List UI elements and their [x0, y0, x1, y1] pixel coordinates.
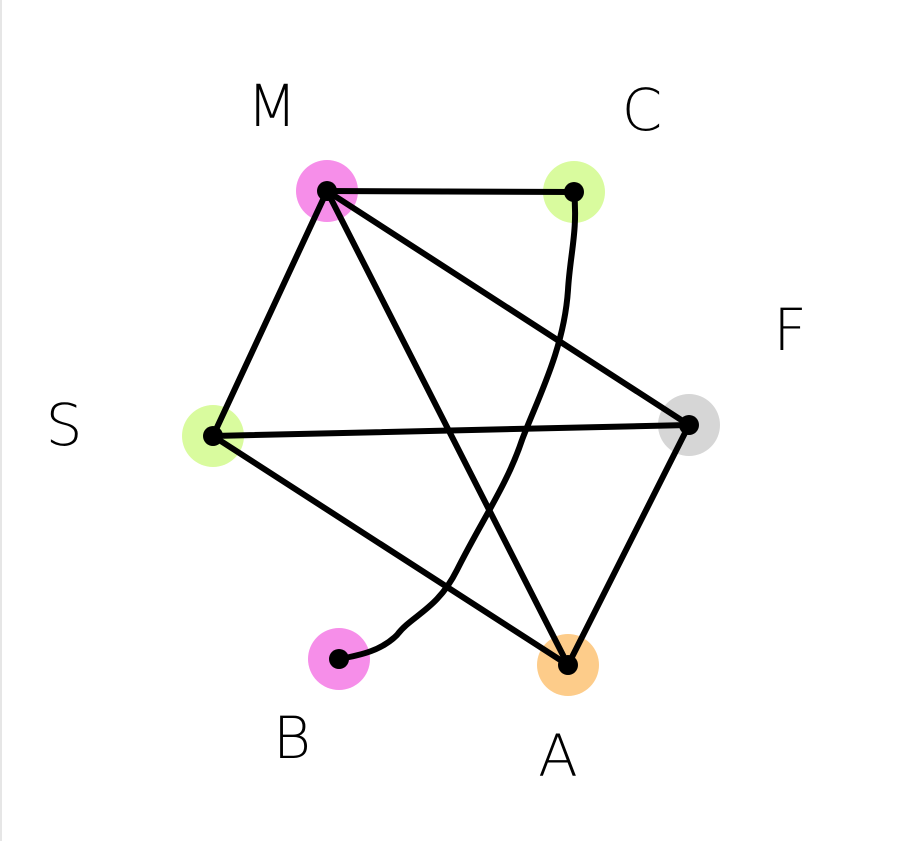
node-label-a: A	[538, 722, 578, 790]
node-label-b: B	[273, 704, 311, 772]
node-dot-b	[329, 649, 349, 669]
graph-edges	[210, 188, 692, 668]
node-dot-s	[203, 426, 223, 446]
node-dot-m	[317, 181, 337, 201]
edge-s-a	[210, 433, 571, 668]
node-dots	[203, 181, 699, 675]
edge-m-s	[210, 188, 330, 439]
node-dot-c	[564, 182, 584, 202]
node-label-s: S	[46, 391, 83, 459]
node-label-c: C	[622, 76, 663, 144]
edge-f-a	[565, 422, 692, 668]
node-dot-f	[679, 415, 699, 435]
node-labels: M C F S B A	[46, 72, 807, 790]
edge-s-f	[210, 422, 692, 439]
edge-m-f	[324, 188, 692, 428]
node-label-f: F	[773, 296, 806, 364]
edge-c-b	[336, 189, 579, 662]
node-label-m: M	[247, 72, 297, 140]
node-dot-a	[558, 655, 578, 675]
edge-m-c	[324, 188, 577, 195]
